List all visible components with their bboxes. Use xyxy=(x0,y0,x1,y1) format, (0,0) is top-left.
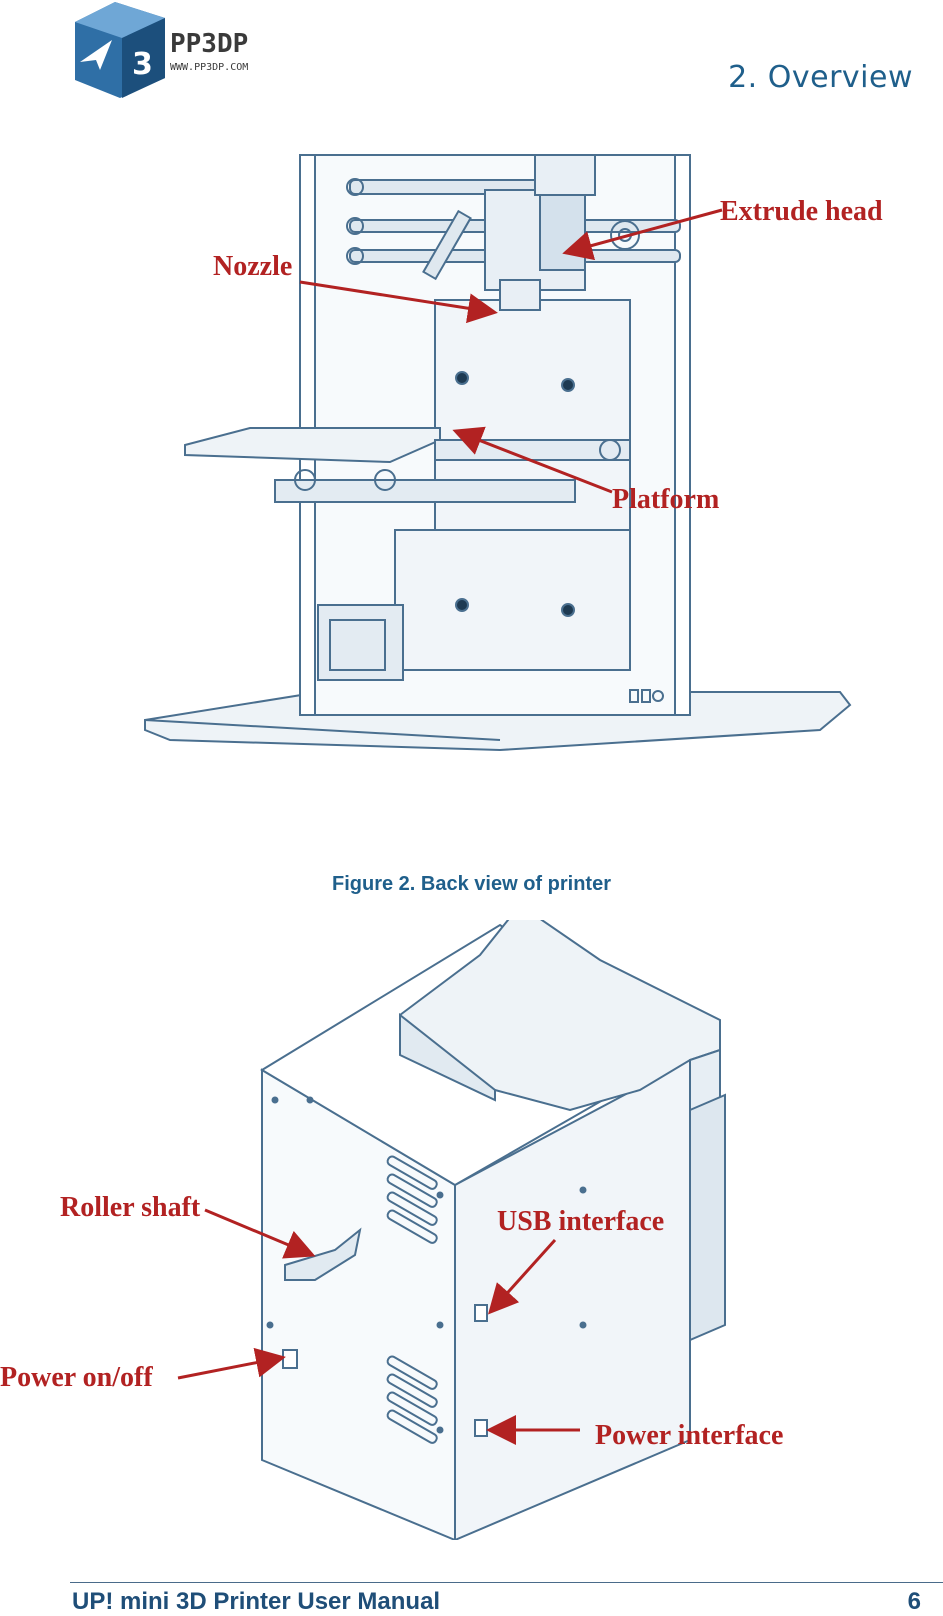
roller-shaft-label: Roller shaft xyxy=(60,1192,201,1223)
page-number: 6 xyxy=(907,1588,921,1615)
svg-text:PP3DP: PP3DP xyxy=(170,29,248,59)
power-switch-label: Power on/off xyxy=(0,1362,153,1393)
vent-slots-lower xyxy=(386,1355,438,1444)
nozzle-leader xyxy=(299,280,498,324)
section-title: 2. Overview xyxy=(728,60,913,95)
nozzle-label: Nozzle xyxy=(213,251,293,282)
power-switch-leader xyxy=(177,1347,286,1380)
platform-label: Platform xyxy=(612,484,720,515)
figure2-leader-lines xyxy=(177,1208,580,1445)
figure1-leader-lines xyxy=(299,208,723,494)
usb-interface-label: USB interface xyxy=(497,1206,665,1237)
svg-text:WWW.PP3DP.COM: WWW.PP3DP.COM xyxy=(170,62,248,73)
platform-leader xyxy=(452,426,613,494)
svg-text:3: 3 xyxy=(132,47,153,82)
footer-rule xyxy=(70,1582,943,1583)
pp3dp-logo: 3 PP3DP WWW.PP3DP.COM xyxy=(75,2,248,98)
extrude-head-leader xyxy=(562,208,723,261)
extrude-head-label: Extrude head xyxy=(720,196,883,227)
manual-title: UP! mini 3D Printer User Manual xyxy=(72,1588,441,1615)
roller-shaft-leader xyxy=(204,1208,316,1259)
vent-slots-upper xyxy=(386,1155,438,1244)
figure-caption: Figure 2. Back view of printer xyxy=(332,873,611,895)
power-interface-label: Power interface xyxy=(595,1420,784,1451)
usb-interface-leader xyxy=(487,1238,557,1315)
